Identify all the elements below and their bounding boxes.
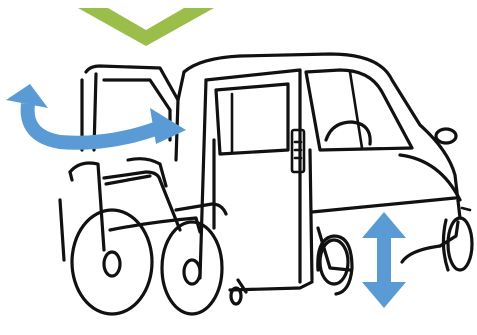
chevron-down-icon	[78, 8, 214, 46]
up-down-arrow-icon	[362, 212, 406, 308]
